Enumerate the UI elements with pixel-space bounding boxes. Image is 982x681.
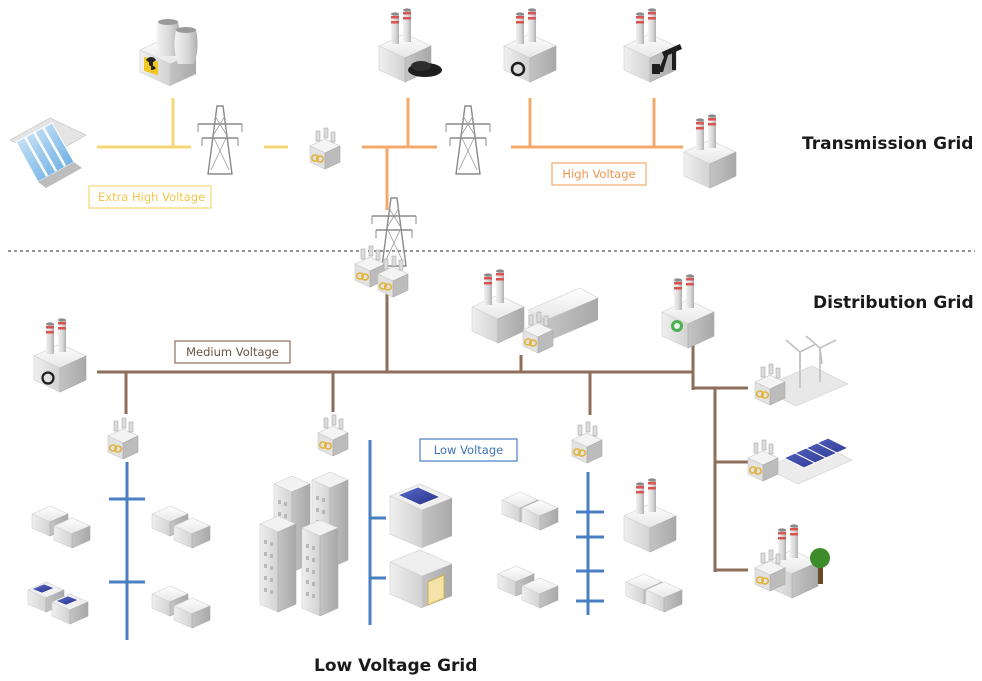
low-voltage-grid-title: Low Voltage Grid (314, 656, 478, 676)
high-voltage-label: High Voltage (562, 167, 636, 181)
commercial-buildings (497, 477, 683, 613)
office-solar-building (389, 483, 453, 549)
coal-plant (378, 7, 442, 83)
transmission-grid-title: Transmission Grid (802, 134, 974, 154)
high-voltage-lines (362, 98, 683, 210)
lv-transformer-2 (317, 414, 349, 457)
medium-voltage-lines (97, 290, 748, 572)
medium-voltage-box (174, 340, 291, 364)
biogas-plant (661, 273, 715, 349)
lv-transformer-3 (571, 421, 603, 464)
solar-farm (747, 437, 853, 485)
wind-farm (754, 335, 849, 407)
distribution-substation (354, 197, 417, 298)
pylon-extra-high (197, 105, 243, 175)
hydro-dam (9, 117, 87, 188)
medium-voltage-label: Medium Voltage (186, 345, 279, 359)
industrial-plant-hv (683, 113, 737, 189)
substation-transformer (309, 127, 341, 170)
distribution-grid-title: Distribution Grid (813, 293, 974, 313)
extra-high-voltage-lines (97, 98, 288, 149)
gas-plant-mv (33, 317, 87, 393)
low-voltage-box (419, 438, 518, 462)
biomass-plant (754, 523, 830, 599)
residential-houses (27, 505, 211, 629)
gas-plant (503, 7, 557, 83)
lv-transformer-1 (107, 417, 139, 460)
pylon-high (445, 105, 491, 175)
apartment-towers (259, 471, 349, 617)
industrial-complex (471, 268, 599, 354)
low-voltage-label: Low Voltage (433, 443, 504, 457)
nuclear-plant (139, 19, 198, 87)
public-building (389, 549, 453, 609)
oil-plant (623, 7, 682, 83)
high-voltage-box (551, 162, 647, 186)
extra-high-voltage-label: Extra High Voltage (98, 190, 206, 204)
low-voltage-lines (109, 440, 604, 640)
extra-high-voltage-box (88, 185, 212, 209)
